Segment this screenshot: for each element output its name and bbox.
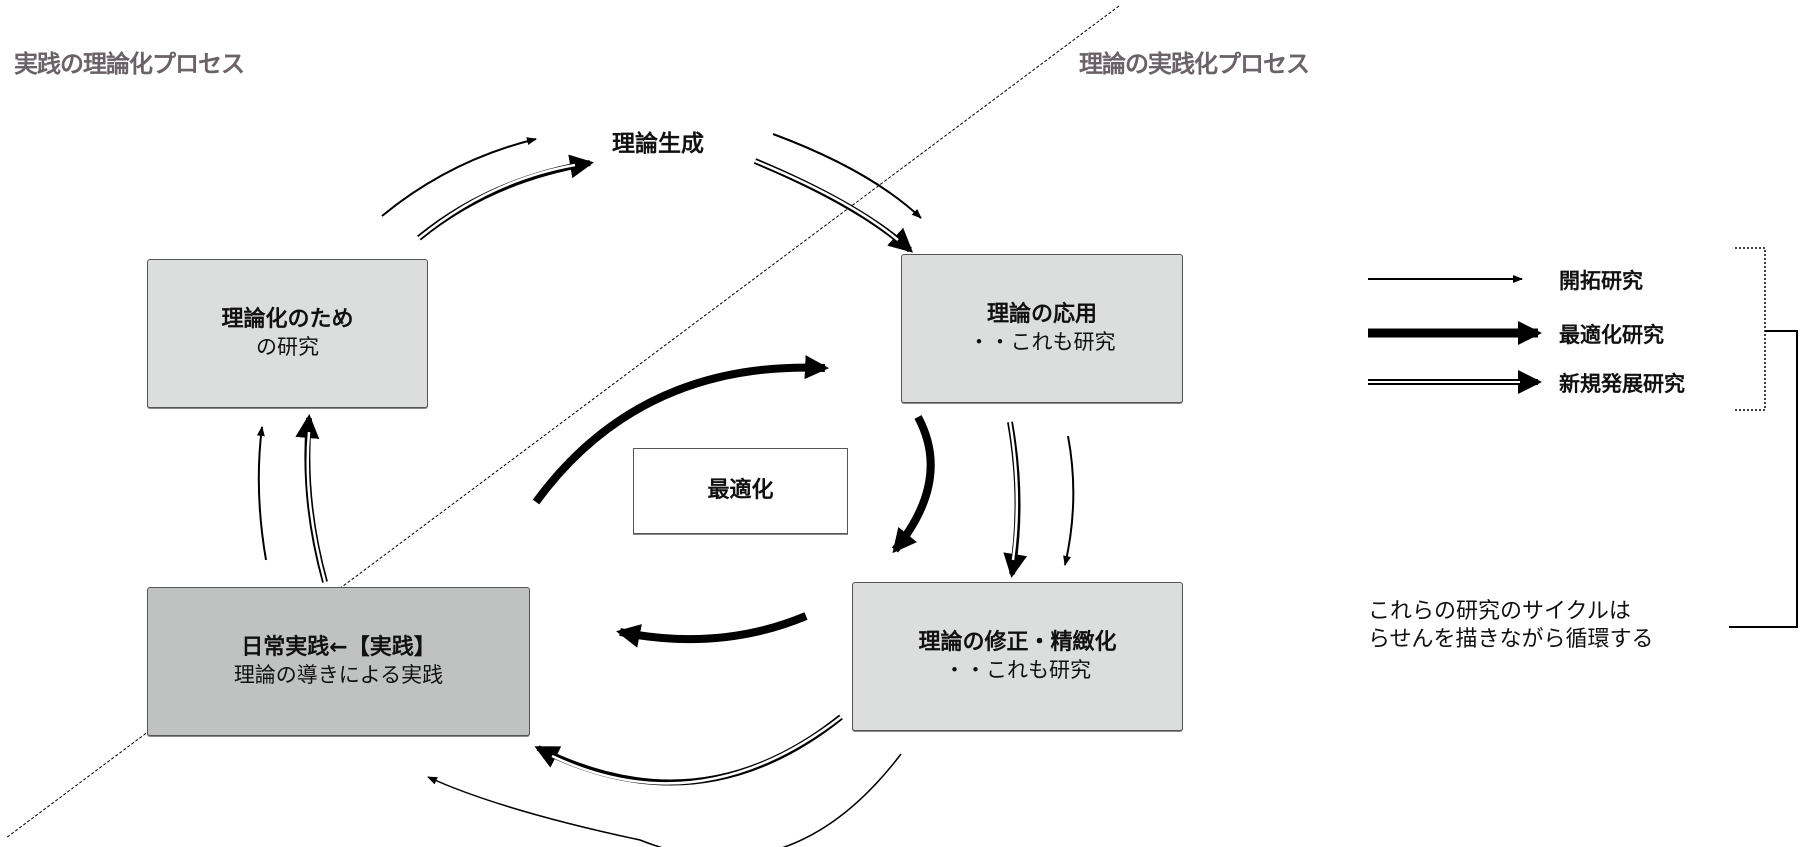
legend-label-development: 新規発展研究: [1559, 372, 1685, 396]
box-subtitle: ・・これも研究: [944, 658, 1091, 682]
arrow-pioneer-top-right: [772, 133, 922, 219]
arrow-pioneer-right: [1063, 435, 1075, 566]
legend-connector: [1729, 330, 1798, 628]
section-title-right: 理論の実践化プロセス: [1079, 50, 1310, 78]
arrow-pioneer-bottom: [427, 753, 902, 847]
box-theory-refinement: 理論の修正・精緻化 ・・これも研究: [852, 582, 1183, 731]
box-theorization-research: 理論化のため の研究: [147, 259, 428, 408]
arrow-pioneer-top-left: [381, 137, 537, 217]
arrow-development-top-right: [753, 158, 913, 253]
arrow-optimize-right: [891, 415, 935, 554]
box-subtitle: 理論の導きによる実践: [233, 663, 444, 687]
box-title: 理論の応用: [986, 302, 1097, 327]
legend-label-pioneer: 開拓研究: [1559, 269, 1643, 293]
section-title-left: 実践の理論化プロセス: [14, 50, 245, 78]
theory-generation-label: 理論生成: [612, 131, 704, 157]
legend-label-optimization: 最適化研究: [1559, 323, 1664, 347]
process-divider-line: [5, 5, 1120, 839]
box-title: 理論の修正・精緻化: [918, 630, 1117, 655]
box-subtitle: の研究: [256, 335, 319, 359]
box-title: 理論化のため: [221, 307, 354, 332]
box-theory-application: 理論の応用 ・・これも研究: [901, 254, 1183, 403]
cycle-note-line2: らせんを描きながら循環する: [1368, 627, 1654, 652]
box-daily-practice: 日常実践←【実践】 理論の導きによる実践: [147, 587, 530, 736]
box-title: 日常実践←【実践】: [241, 635, 436, 660]
box-subtitle: ・・これも研究: [968, 330, 1116, 354]
arrow-optimize-left: [532, 355, 829, 505]
box-title: 最適化: [707, 478, 774, 503]
box-optimization: 最適化: [633, 448, 848, 534]
arrow-development-bottom: [534, 714, 843, 786]
arrow-pioneer-left: [256, 426, 267, 561]
legend-bracket: [1735, 247, 1766, 411]
arrow-optimize-bottom: [616, 612, 808, 648]
cycle-note-line1: これらの研究のサイクルは: [1368, 599, 1631, 624]
